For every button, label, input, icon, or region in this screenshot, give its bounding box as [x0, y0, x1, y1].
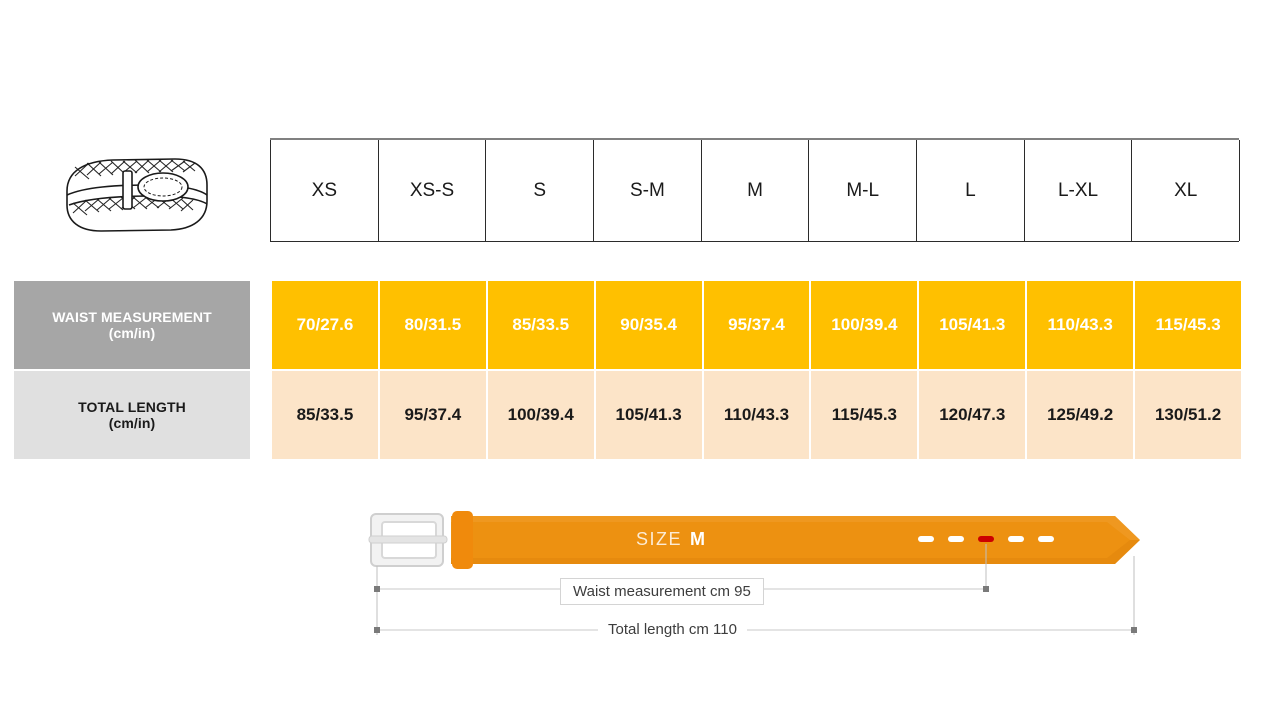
belt-hole-active [978, 536, 994, 542]
dimension-leader-lines [376, 544, 1135, 635]
waist-measurement-row: WAIST MEASUREMENT (cm/in) 70/27.6 80/31.… [14, 281, 1242, 369]
waist-dimension-label: Waist measurement cm 95 [560, 578, 764, 605]
size-header-cell: M-L [808, 140, 918, 241]
waist-value-cell: 70/27.6 [272, 281, 380, 369]
belt-hole [1008, 536, 1024, 542]
product-icon [55, 143, 215, 243]
size-header-cell: XS [270, 140, 379, 241]
total-length-value-cell: 95/37.4 [379, 371, 488, 459]
size-header-cell: S-M [593, 140, 702, 241]
belt-holes [918, 536, 1054, 542]
size-header-cell: XS-S [377, 140, 487, 241]
waist-value-cell: 95/37.4 [703, 281, 812, 369]
belt-keeper-loop [452, 511, 473, 569]
total-length-value-cell: 125/49.2 [1027, 371, 1136, 459]
total-length-label-line1: TOTAL LENGTH [78, 399, 186, 415]
size-header-cell: S [485, 140, 595, 241]
total-length-value-cell: 105/41.3 [595, 371, 704, 459]
belt-buckle [368, 513, 448, 567]
belt-hole [918, 536, 934, 542]
waist-value-cell: 105/41.3 [919, 281, 1028, 369]
waist-value-cells: 70/27.6 80/31.5 85/33.5 90/35.4 95/37.4 … [272, 281, 1242, 369]
total-length-row: TOTAL LENGTH (cm/in) 85/33.5 95/37.4 100… [14, 371, 1242, 459]
total-length-value-cell: 85/33.5 [272, 371, 380, 459]
total-length-dimension-label: Total length cm 110 [598, 619, 747, 640]
waist-value-cell: 115/45.3 [1135, 281, 1242, 369]
waist-value-cell: 85/33.5 [487, 281, 596, 369]
belt-strap [451, 516, 1140, 564]
waist-measurement-label: WAIST MEASUREMENT (cm/in) [14, 281, 250, 369]
waist-value-cell: 80/31.5 [379, 281, 488, 369]
total-length-value-cells: 85/33.5 95/37.4 100/39.4 105/41.3 110/43… [272, 371, 1242, 459]
row-gap [250, 371, 272, 459]
total-length-value-cell: 120/47.3 [919, 371, 1028, 459]
waist-label-line2: (cm/in) [108, 325, 156, 341]
belt-hole [948, 536, 964, 542]
size-header-cell: L-XL [1023, 140, 1133, 241]
belt-diagram [355, 500, 1155, 650]
total-length-value-cell: 100/39.4 [487, 371, 596, 459]
size-header-cell: M [700, 140, 810, 241]
belt-hole [1038, 536, 1054, 542]
waist-label-line1: WAIST MEASUREMENT [52, 309, 212, 325]
waist-value-cell: 100/39.4 [811, 281, 920, 369]
total-length-label: TOTAL LENGTH (cm/in) [14, 371, 250, 459]
total-length-value-cell: 130/51.2 [1135, 371, 1242, 459]
waist-value-cell: 110/43.3 [1027, 281, 1136, 369]
total-length-value-cell: 110/43.3 [703, 371, 812, 459]
row-gap [250, 281, 272, 369]
waist-value-cell: 90/35.4 [595, 281, 704, 369]
total-length-dimension-line [374, 627, 1137, 633]
size-header-table: XS XS-S S S-M M M-L L L-XL XL [270, 138, 1241, 242]
total-length-value-cell: 115/45.3 [811, 371, 920, 459]
total-length-label-line2: (cm/in) [108, 415, 156, 431]
size-header-cell: L [916, 140, 1025, 241]
size-header-cell: XL [1131, 140, 1241, 241]
